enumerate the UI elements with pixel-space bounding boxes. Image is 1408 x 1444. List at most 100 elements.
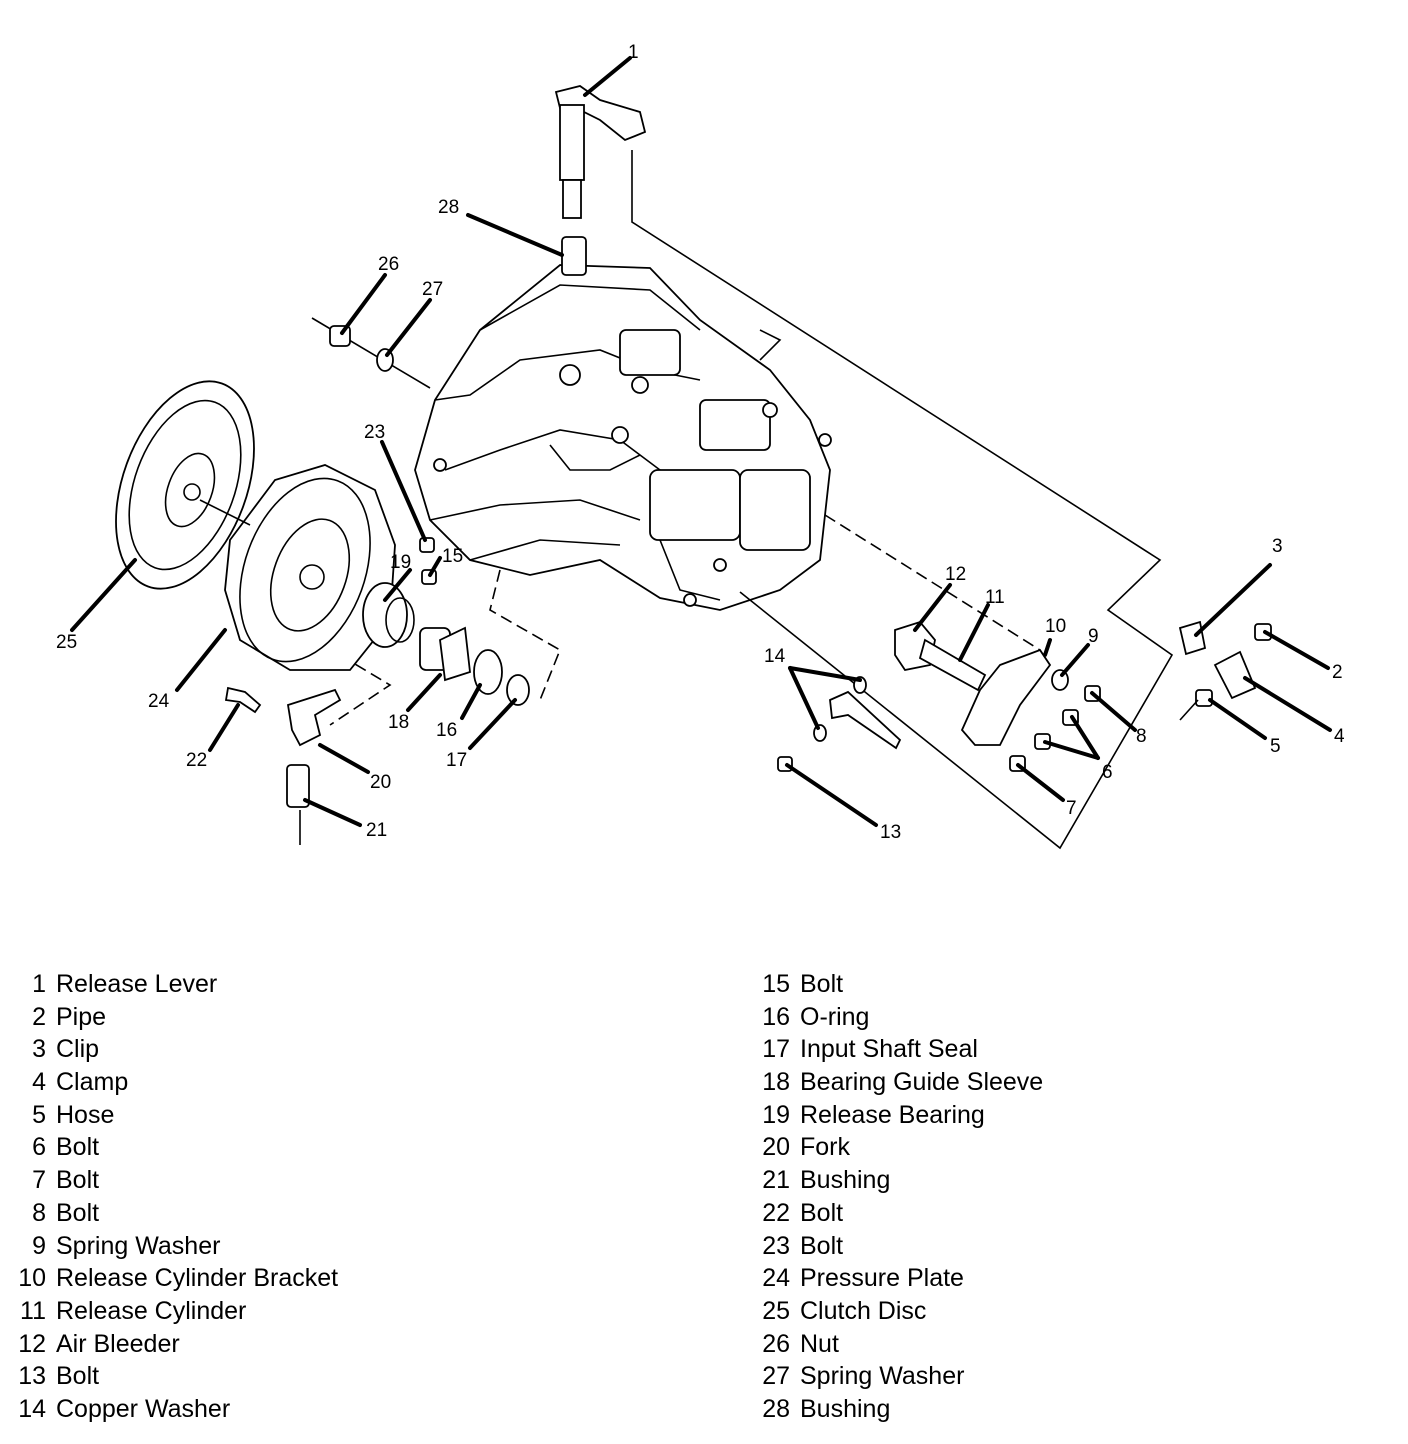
callout-21: 21 — [366, 820, 387, 841]
legend-label: Bolt — [56, 1362, 100, 1391]
legend-number: 17 — [762, 1035, 790, 1064]
legend-label: Bolt — [56, 1166, 100, 1195]
pipe-fitting — [829, 690, 902, 750]
legend-item: 1 Release Lever — [0, 968, 338, 1001]
legend-number: 23 — [762, 1231, 790, 1260]
legend-label: Nut — [800, 1329, 839, 1358]
legend-label: Bolt — [56, 1133, 100, 1162]
legend-number: 15 — [762, 970, 790, 998]
legend-number: 27 — [762, 1362, 790, 1391]
legend-label: Copper Washer — [56, 1394, 231, 1423]
callout-23: 23 — [364, 422, 385, 443]
bolt-23 — [419, 537, 435, 553]
legend-item: 22 Bolt — [744, 1197, 1043, 1230]
legend-item: 12 Air Bleeder — [0, 1328, 338, 1361]
legend-label: Bushing — [800, 1394, 891, 1423]
legend-number: 6 — [32, 1133, 46, 1162]
bearing-guide-sleeve — [419, 626, 471, 682]
legend-item: 25 Clutch Disc — [744, 1295, 1043, 1328]
legend-label: Bolt — [56, 1198, 100, 1227]
fork-bushing — [286, 764, 310, 808]
legend-label: Spring Washer — [800, 1362, 965, 1391]
callout-5: 5 — [1270, 736, 1281, 757]
clamp — [1213, 650, 1257, 700]
legend-label: Input Shaft Seal — [800, 1035, 978, 1064]
bolt-22 — [224, 686, 262, 714]
legend-item: 16 O-ring — [744, 1001, 1043, 1034]
legend-label: Fork — [800, 1133, 850, 1162]
legend-number: 25 — [762, 1296, 790, 1325]
legend-item: 17 Input Shaft Seal — [744, 1033, 1043, 1066]
legend-number: 14 — [18, 1394, 46, 1423]
legend-label: Bushing — [800, 1166, 891, 1195]
legend-label: Clutch Disc — [800, 1296, 927, 1325]
callout-2: 2 — [1332, 662, 1343, 683]
legend-label: Clamp — [56, 1068, 129, 1097]
legend-item: 27 Spring Washer — [744, 1360, 1043, 1393]
legend-label: Bolt — [800, 970, 844, 998]
input-shaft-seal — [506, 674, 530, 706]
callout-labels: 1 2 3 4 5 6 7 8 9 10 11 12 13 14 15 16 1… — [56, 42, 1345, 843]
clutch-axis — [199, 499, 251, 526]
legend-number: 2 — [32, 1002, 46, 1031]
legend-item: 15 Bolt — [744, 968, 1043, 1001]
legend-number: 21 — [762, 1166, 790, 1195]
legend-label: Spring Washer — [56, 1231, 221, 1260]
callout-8: 8 — [1136, 726, 1147, 747]
legend-item: 9 Spring Washer — [0, 1230, 338, 1263]
legend-number: 3 — [32, 1035, 46, 1064]
legend-item: 23 Bolt — [744, 1230, 1043, 1263]
legend-number: 1 — [32, 970, 46, 998]
legend-number: 12 — [18, 1329, 46, 1358]
legend-label: Release Lever — [56, 970, 218, 998]
callout-15: 15 — [442, 546, 463, 567]
bushing-28 — [561, 236, 587, 276]
legend-label: Release Bearing — [800, 1100, 985, 1129]
release-bearing — [362, 582, 415, 648]
release-cylinder — [918, 638, 987, 692]
transaxle-case — [414, 264, 832, 611]
release-fork — [286, 688, 342, 747]
callout-28: 28 — [438, 197, 459, 218]
legend-label: Release Cylinder Bracket — [56, 1264, 339, 1293]
callout-27: 27 — [422, 279, 443, 300]
callout-4: 4 — [1334, 726, 1345, 747]
legend-label: Hose — [56, 1100, 115, 1129]
legend-item: 14 Copper Washer — [0, 1393, 338, 1426]
clutch-disc — [115, 380, 255, 590]
legend-label: Bolt — [800, 1231, 844, 1260]
callout-9: 9 — [1088, 626, 1099, 647]
legend-number: 9 — [32, 1231, 46, 1260]
legend-number: 16 — [762, 1002, 790, 1031]
clip — [1178, 620, 1207, 656]
legend-label: Pressure Plate — [800, 1264, 964, 1293]
leader-lines — [70, 56, 1332, 827]
legend-number: 19 — [762, 1100, 790, 1129]
callout-22: 22 — [186, 750, 207, 771]
pipe-route-line — [631, 150, 1174, 850]
legend-label: Bearing Guide Sleeve — [800, 1068, 1044, 1097]
callout-1: 1 — [628, 42, 639, 63]
callout-24: 24 — [148, 691, 170, 712]
legend-number: 5 — [32, 1100, 46, 1129]
legend-label: O-ring — [800, 1002, 870, 1031]
legend-label: Bolt — [800, 1198, 844, 1227]
legend-item: 6 Bolt — [0, 1131, 338, 1164]
legend-label: Air Bleeder — [56, 1329, 180, 1358]
hose-line — [1179, 699, 1199, 721]
callout-17: 17 — [446, 750, 467, 771]
legend-number: 22 — [762, 1198, 790, 1227]
legend-label: Release Cylinder — [56, 1296, 247, 1325]
legend-item: 5 Hose — [0, 1099, 338, 1132]
